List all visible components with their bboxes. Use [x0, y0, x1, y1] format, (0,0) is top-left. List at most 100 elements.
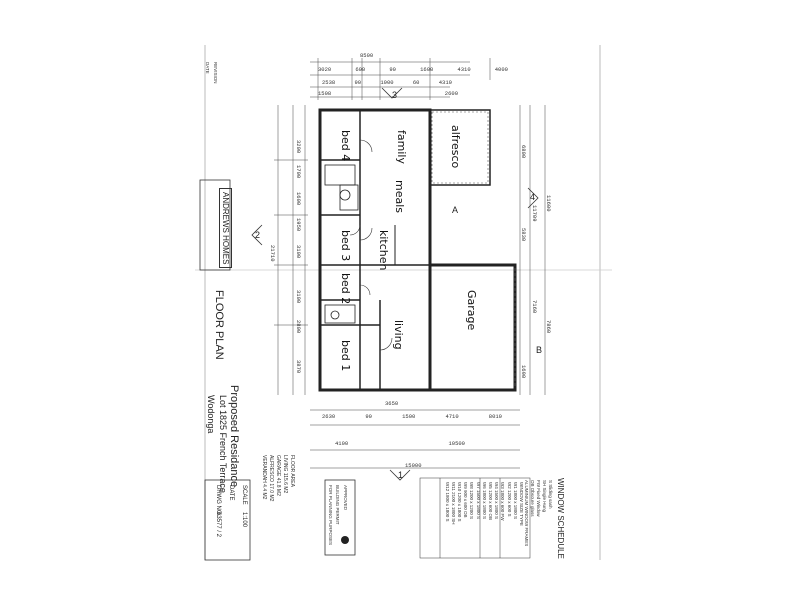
- dim-left: 1600: [295, 192, 302, 206]
- date-label: DATE: [228, 485, 234, 501]
- dim-overall-top: 8500: [360, 52, 374, 59]
- section-marker: 4: [530, 192, 536, 202]
- section-marker: A: [452, 205, 459, 215]
- section-marker: 2: [255, 230, 261, 240]
- dim-right: 5830: [520, 228, 527, 242]
- dim-bottom-small: 3650: [385, 400, 399, 407]
- window-schedule-row: W6 1800 x 1800 S: [481, 482, 487, 520]
- room-family: family: [395, 130, 408, 164]
- dim-value: 90: [365, 413, 372, 420]
- scale-label: SCALE: [241, 485, 247, 505]
- dim-value: 1508: [318, 90, 332, 97]
- window-schedule-header: WINDOW SIZE TYPE: [519, 482, 524, 526]
- dim-value: 4710: [445, 413, 459, 420]
- dim-left: 3200: [295, 140, 302, 154]
- dim-left: 3100: [295, 245, 302, 259]
- dim-value: 90: [354, 79, 362, 86]
- floor-area-living: LIVING 115.6 M2: [282, 455, 288, 494]
- dim-value: 1000: [380, 79, 394, 86]
- window-schedule-note: S Sliding sash: [548, 480, 553, 509]
- room-kitchen: kitchen: [377, 230, 390, 271]
- window-schedule-note: SH Single Hung: [542, 480, 547, 513]
- dim-top-row-3: 1508 2600: [318, 90, 458, 97]
- dim-right: 7160: [531, 300, 538, 314]
- drawing-title: FLOOR PLAN: [213, 290, 225, 360]
- window-schedule-row: W3 1800 x 600 FW: [500, 482, 506, 521]
- dim-value: 2600: [444, 90, 458, 97]
- dim-top-row-1: 3020 600 90 1600 4310 4000: [318, 66, 508, 73]
- window-schedule-row: W12 1800 x 1800 S: [444, 482, 450, 522]
- window-schedule-row: W8 1200 x 1200 S: [469, 482, 475, 520]
- section-marker: 1: [398, 470, 404, 480]
- title-block-frame: [199, 179, 251, 561]
- room-living: living: [392, 320, 405, 350]
- dim-value: 8010: [488, 413, 502, 420]
- approval-stamp-title: APPROVED: [343, 485, 348, 511]
- room-bed4: bed 4: [339, 130, 352, 162]
- dim-right: 7860: [545, 320, 552, 334]
- scale-value: 1:100: [241, 512, 247, 528]
- approval-line: FOR PLANNING PURPOSES: [328, 485, 333, 546]
- section-marker: B: [536, 345, 543, 355]
- window-schedule-note: ALUMINIUM WINDOW FRAMES: [524, 480, 529, 547]
- dim-left: 3870: [295, 360, 302, 374]
- dim-value: 1600: [420, 66, 434, 73]
- dim-right: 1690: [520, 365, 527, 379]
- room-bed2: bed 2: [339, 273, 352, 305]
- project-suburb: Wodonga: [206, 395, 216, 434]
- project-lot: Lot 1825 French Terrace: [218, 395, 228, 493]
- dim-value: 2538: [322, 79, 336, 86]
- floor-area-heading: FLOOR AREA: [289, 455, 295, 487]
- dim-top-row-2: 2538 90 1000 60 4310: [322, 79, 452, 86]
- dim-left: 3100: [295, 290, 302, 304]
- dim-value: 3020: [318, 66, 332, 73]
- company-name: ANDREWS HOMES: [219, 188, 232, 269]
- room-meals: meals: [393, 180, 406, 214]
- dim-bottom-row-1: 2630 90 1500 4710 8010: [322, 413, 502, 420]
- window-schedule-row: W5 1200 x 600 OB: [488, 482, 493, 521]
- window-schedule-row: W1 1800 x 1800 S: [512, 482, 518, 520]
- window-schedule-row: W2 1200 x 600 S: [506, 482, 512, 517]
- dim-value: 4100: [335, 440, 349, 447]
- floor-area-garage: GARAGE 41.8 M2: [275, 455, 281, 496]
- window-schedule-row: W10 1200 x 1800 S: [457, 482, 462, 522]
- dim-value: 60: [412, 79, 420, 86]
- room-bed3: bed 3: [339, 230, 352, 262]
- room-alfresco: alfresco: [449, 125, 462, 169]
- window-schedule-note: OB Obscure glass: [530, 480, 535, 517]
- dim-right: 11709: [531, 205, 538, 222]
- drawing-no-value: 63577 / 2: [215, 512, 221, 538]
- dim-value: 600: [355, 66, 366, 73]
- house-walls: [318, 108, 517, 392]
- dim-bottom-overall: 15000: [405, 462, 422, 469]
- dim-left: 1950: [295, 218, 302, 232]
- room-garage: Garage: [465, 290, 478, 331]
- dim-value: 2630: [322, 413, 336, 420]
- revision-label: REVISION: [213, 62, 218, 84]
- stamp-seal-icon: [341, 536, 349, 544]
- dim-value: 4310: [438, 79, 452, 86]
- dim-right: 6800: [520, 145, 527, 159]
- dim-bottom-row-2: 4100 10500: [335, 440, 465, 447]
- dim-right: 11600: [545, 195, 552, 212]
- window-schedule-row: W4 1500 x 1800 S: [494, 482, 500, 520]
- dim-left: 2800: [295, 320, 302, 334]
- window-schedule-row: W11 2100 x 1800 SH: [450, 482, 456, 525]
- revision-date-label: DATE: [205, 62, 210, 74]
- room-bed1: bed 1: [339, 340, 352, 372]
- section-marker: 3: [392, 90, 398, 100]
- dim-left-total: 21710: [269, 245, 276, 262]
- dim-left: 1700: [295, 165, 302, 179]
- window-schedule-row: W7 1500 x 1800 S: [475, 482, 481, 520]
- window-schedule-row: W9 900 x 600 OB: [463, 482, 469, 518]
- approval-line: BUILDING PERMIT: [335, 485, 340, 525]
- window-schedule-grid: [419, 477, 531, 559]
- floor-area-verandah: VERANDAH 4.4 M2: [261, 455, 267, 500]
- dim-value: 1500: [402, 413, 416, 420]
- approval-stamp-frame: [324, 479, 356, 556]
- window-schedule-note: FW Fixed Window: [536, 480, 541, 517]
- dim-value: 90: [389, 66, 396, 73]
- project-name: Proposed Residance: [228, 385, 240, 488]
